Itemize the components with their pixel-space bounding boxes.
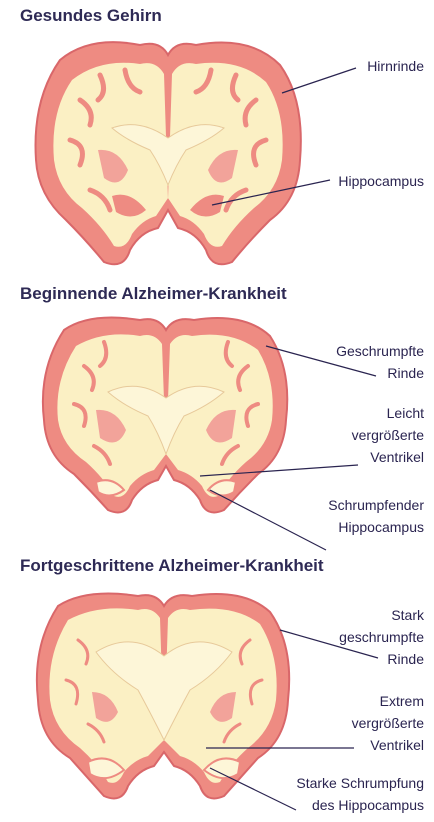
label-strong-hippocampus-shrinkage: Starke Schrumpfung des Hippocampus <box>296 772 424 816</box>
label-enlarged-ventricles: Leicht vergrößerte Ventrikel <box>352 402 424 468</box>
advanced-alzheimer-brain-illustration <box>37 594 289 799</box>
label-shrunken-cortex: Geschrumpfte Rinde <box>336 340 424 384</box>
label-hippocampus: Hippocampus <box>338 170 424 192</box>
advanced-brain-hippocampus <box>88 758 240 778</box>
heading-advanced-alzheimer: Fortgeschrittene Alzheimer-Krankheit <box>20 556 324 576</box>
early-alzheimer-brain-illustration <box>43 318 287 513</box>
label-hirnrinde: Hirnrinde <box>367 55 424 77</box>
label-extremely-enlarged-ventricles: Extrem vergrößerte Ventrikel <box>352 690 424 756</box>
label-shrinking-hippocampus: Schrumpfender Hippocampus <box>328 494 424 538</box>
heading-early-alzheimer: Beginnende Alzheimer-Krankheit <box>20 284 287 304</box>
healthy-brain-illustration <box>36 42 301 264</box>
label-strongly-shrunken-cortex: Stark geschrumpfte Rinde <box>339 604 424 670</box>
